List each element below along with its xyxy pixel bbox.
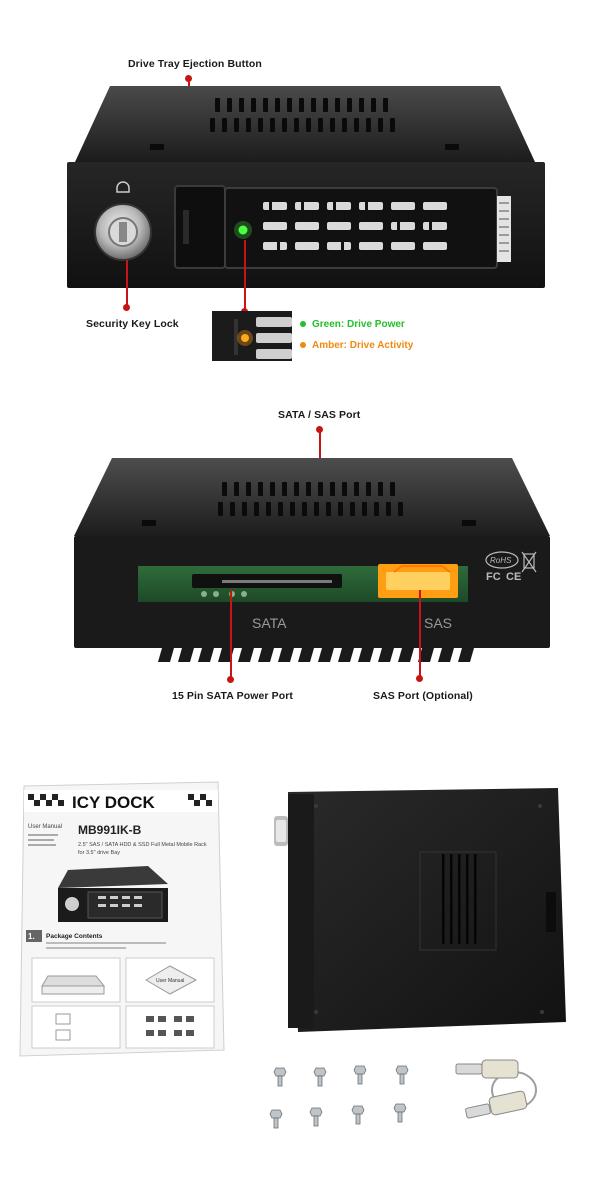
callout-sas-dot: [416, 675, 423, 682]
callout-power-leader: [230, 590, 232, 680]
callout-sata-sas-label: SATA / SAS Port: [278, 409, 361, 421]
drive-rack-front-image: [67, 86, 545, 288]
manual-package-contents: Package Contents: [46, 933, 103, 940]
manual-model-text: MB991IK-B: [78, 823, 142, 837]
callout-power-label: 15 Pin SATA Power Port: [172, 690, 294, 702]
drive-rack-rear-image: SATA SAS RoHS FC CE: [74, 458, 550, 662]
user-manual-booklet: ICY DOCK User Manual MB991IK-B 2.5" SAS …: [19, 781, 225, 1057]
drive-rack-top-image: [274, 788, 566, 1032]
manual-kicker-text: User Manual: [28, 824, 62, 830]
manual-thumb-label: User Manual: [156, 978, 184, 984]
mark-ce-text: CE: [506, 571, 521, 583]
mounting-screws-image: [269, 1065, 409, 1129]
callout-sas-label: SAS Port (Optional): [373, 690, 473, 702]
manual-subtitle-line1: 2.5" SAS / SATA HDD & SSD Full Metal Mob…: [78, 842, 207, 848]
callout-lock-label: Security Key Lock: [86, 318, 179, 330]
legend-amber-text: Amber: Drive Activity: [312, 340, 414, 351]
callout-ejection-label: Drive Tray Ejection Button: [128, 58, 262, 70]
legend-green-dot: [300, 321, 306, 328]
led-zoom-inset: [212, 311, 292, 361]
callout-lock-dot: [123, 304, 130, 311]
legend-amber: Amber: Drive Activity: [300, 340, 413, 351]
security-keys-image: [455, 1059, 537, 1119]
legend-amber-dot: [300, 342, 306, 349]
legend-green: Green: Drive Power: [300, 319, 405, 330]
callout-sas-leader: [419, 590, 421, 678]
callout-power-dot: [227, 676, 234, 683]
manual-subtitle-line2: for 3.5" drive Bay: [78, 850, 120, 856]
mark-fc-text: FC: [486, 571, 501, 583]
manual-section-number: 1.: [28, 932, 35, 941]
brand-logo-text: ICY DOCK: [72, 793, 156, 812]
callout-lock-leader: [126, 260, 128, 308]
mark-rohs-text: RoHS: [490, 556, 512, 565]
legend-green-text: Green: Drive Power: [312, 319, 405, 330]
silk-sata-text: SATA: [252, 615, 287, 631]
callout-led-leader: [244, 240, 246, 312]
silk-sas-text: SAS: [424, 615, 452, 631]
